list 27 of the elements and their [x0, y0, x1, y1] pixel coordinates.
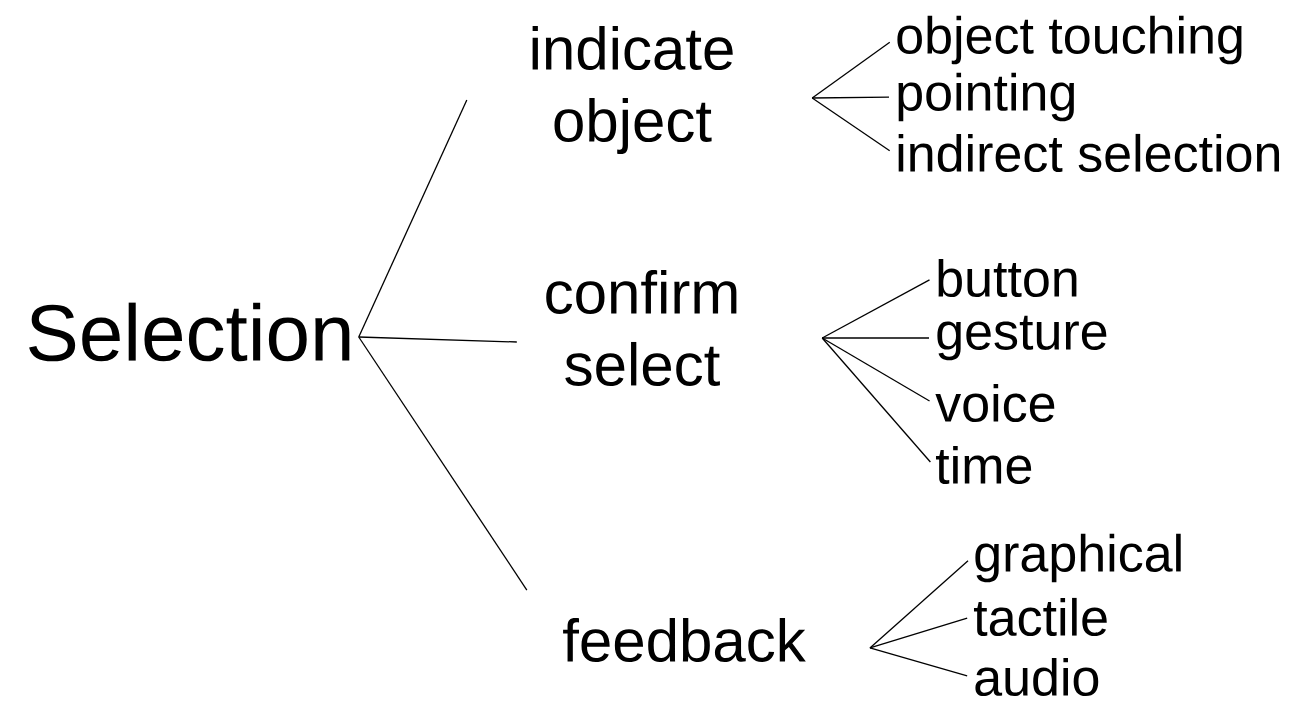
branch-line [821, 337, 930, 339]
item-label: button [938, 258, 1077, 298]
category-label: feedback [563, 617, 806, 662]
item-label: pointing [898, 72, 1074, 122]
branch-line [869, 617, 968, 649]
branch-line [811, 97, 891, 152]
branch-line [811, 96, 890, 99]
item-label: graphical [975, 533, 1181, 583]
item-label: tactile [974, 597, 1107, 637]
item-label: time [936, 445, 1032, 485]
branch-line [869, 560, 969, 649]
item-label: object touching [897, 15, 1242, 65]
topic-label: Selection [29, 302, 350, 362]
category-label: confirm select [546, 269, 737, 386]
branch-line [821, 279, 931, 339]
branch-line [821, 337, 931, 402]
item-label: audio [975, 657, 1099, 697]
branch-line [358, 336, 518, 343]
branch-line [358, 99, 468, 338]
branch-line [358, 336, 528, 591]
branch-line [869, 647, 968, 677]
branch-line [821, 337, 931, 463]
branch-line [811, 41, 891, 99]
item-label: indirect selection [898, 133, 1279, 173]
item-label: voice [935, 383, 1055, 423]
item-label: gesture [937, 315, 1107, 361]
category-label: indicate object [532, 26, 733, 154]
